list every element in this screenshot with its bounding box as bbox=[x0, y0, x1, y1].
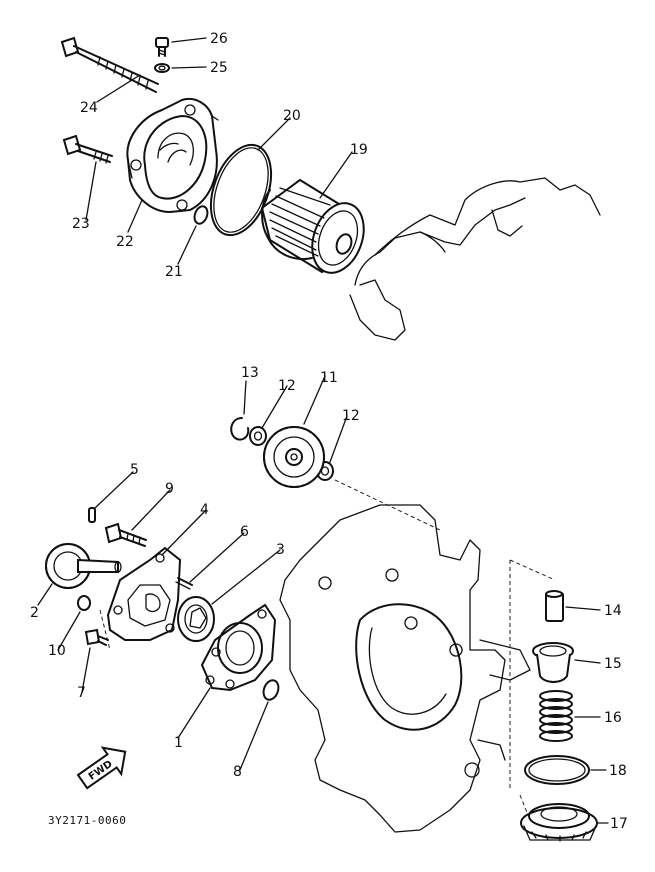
pump-housing-4 bbox=[106, 546, 182, 641]
label-13: 13 bbox=[241, 365, 259, 381]
fwd-arrow-icon: FWD bbox=[76, 746, 127, 790]
gear-2 bbox=[45, 543, 122, 589]
pin-6 bbox=[175, 577, 193, 590]
o-ring-18 bbox=[524, 755, 590, 785]
filter-cover-22 bbox=[126, 98, 219, 214]
washer-12a bbox=[249, 426, 267, 446]
spring-16 bbox=[539, 690, 573, 742]
pump-cover-1 bbox=[200, 603, 277, 692]
figure-code: 3Y2171-0060 bbox=[48, 814, 126, 827]
label-7: 7 bbox=[77, 685, 86, 701]
label-3: 3 bbox=[276, 542, 285, 558]
oil-filter-19 bbox=[260, 178, 365, 274]
label-2: 2 bbox=[30, 605, 39, 621]
rotor-3 bbox=[177, 596, 215, 642]
nut-10 bbox=[77, 595, 91, 611]
o-ring-8 bbox=[262, 679, 280, 701]
label-21: 21 bbox=[165, 264, 183, 280]
circlip-13 bbox=[230, 417, 250, 441]
label-26: 26 bbox=[210, 31, 228, 47]
drain-cap-17 bbox=[520, 803, 598, 842]
label-12-right: 12 bbox=[342, 408, 360, 424]
label-8: 8 bbox=[233, 764, 242, 780]
label-9: 9 bbox=[165, 481, 174, 497]
screw-7 bbox=[84, 628, 109, 646]
label-11: 11 bbox=[320, 370, 338, 386]
pin-5 bbox=[88, 507, 96, 523]
o-ring-20 bbox=[209, 143, 273, 237]
bolt-24 bbox=[60, 36, 159, 93]
pin-14 bbox=[545, 590, 564, 622]
label-14: 14 bbox=[604, 603, 622, 619]
label-10: 10 bbox=[48, 643, 66, 659]
label-20: 20 bbox=[283, 108, 301, 124]
label-4: 4 bbox=[200, 502, 209, 518]
label-6: 6 bbox=[240, 524, 249, 540]
crankcase-upper-outline bbox=[349, 177, 601, 341]
leader-lines bbox=[37, 37, 609, 824]
label-19: 19 bbox=[350, 142, 368, 158]
label-24: 24 bbox=[80, 100, 98, 116]
bolt-23 bbox=[62, 134, 113, 164]
label-17: 17 bbox=[610, 816, 628, 832]
washer-25 bbox=[154, 63, 170, 73]
screw-9 bbox=[104, 522, 147, 547]
label-18: 18 bbox=[609, 763, 627, 779]
label-15: 15 bbox=[604, 656, 622, 672]
label-12-top: 12 bbox=[278, 378, 296, 394]
o-ring-21 bbox=[193, 205, 209, 225]
label-22: 22 bbox=[116, 234, 134, 250]
crankcase-lower-outline bbox=[279, 479, 531, 833]
label-5: 5 bbox=[130, 462, 139, 478]
gear-11 bbox=[263, 426, 325, 488]
plug-15 bbox=[532, 642, 574, 683]
part-number-labels: 26 25 24 23 22 21 20 19 13 12 11 12 5 9 … bbox=[30, 31, 628, 832]
bolt-26 bbox=[155, 37, 169, 57]
label-16: 16 bbox=[604, 710, 622, 726]
label-25: 25 bbox=[210, 60, 228, 76]
label-1: 1 bbox=[174, 735, 183, 751]
label-23: 23 bbox=[72, 216, 90, 232]
